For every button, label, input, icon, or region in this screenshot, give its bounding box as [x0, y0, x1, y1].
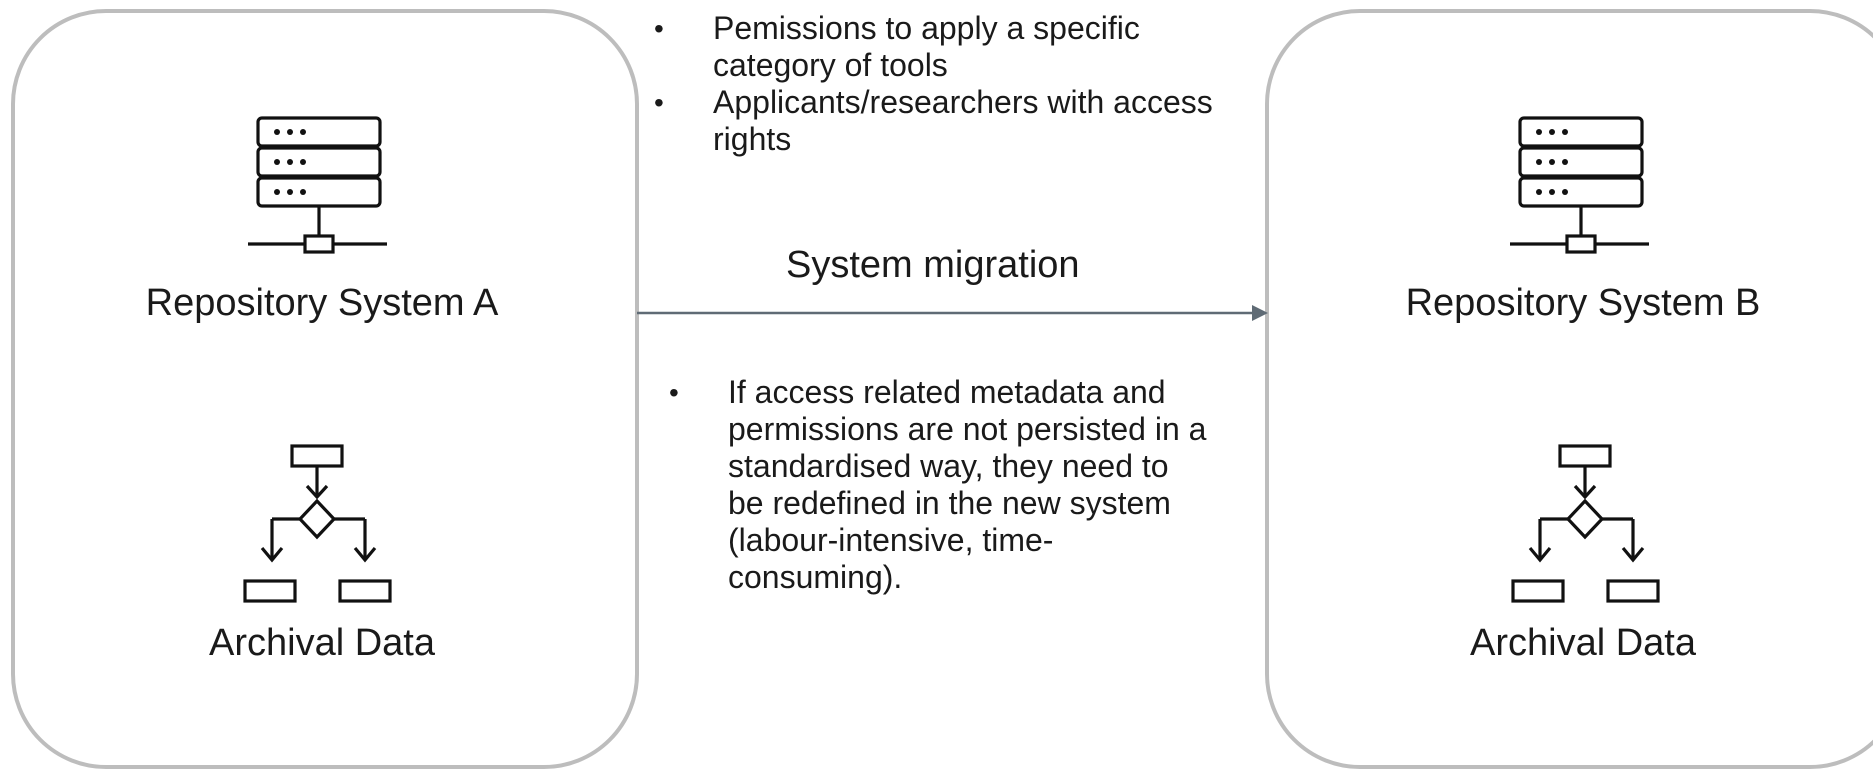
repository-b-box — [1265, 9, 1873, 769]
flowchart-icon — [243, 444, 392, 603]
server-icon — [1510, 116, 1649, 254]
permissions-bullet-list: Pemissions to apply a specific category … — [654, 10, 1213, 158]
bullet-item: Pemissions to apply a specific category … — [654, 10, 1213, 84]
bullet-item: Applicants/researchers with access right… — [654, 84, 1213, 158]
arrow-right-icon — [637, 305, 1268, 321]
bullet-item: If access related metadata and permissio… — [669, 374, 1208, 596]
migration-label: System migration — [786, 244, 1080, 286]
repository-b-label: Repository System B — [1405, 282, 1761, 324]
server-icon — [248, 116, 387, 254]
archival-data-b-label: Archival Data — [1470, 622, 1696, 664]
flowchart-icon — [1511, 444, 1660, 603]
migration-note-bullet-list: If access related metadata and permissio… — [669, 374, 1208, 596]
archival-data-a-label: Archival Data — [209, 622, 435, 664]
repository-a-box — [11, 9, 639, 769]
repository-a-label: Repository System A — [145, 282, 499, 324]
migration-arrow — [637, 305, 1268, 321]
